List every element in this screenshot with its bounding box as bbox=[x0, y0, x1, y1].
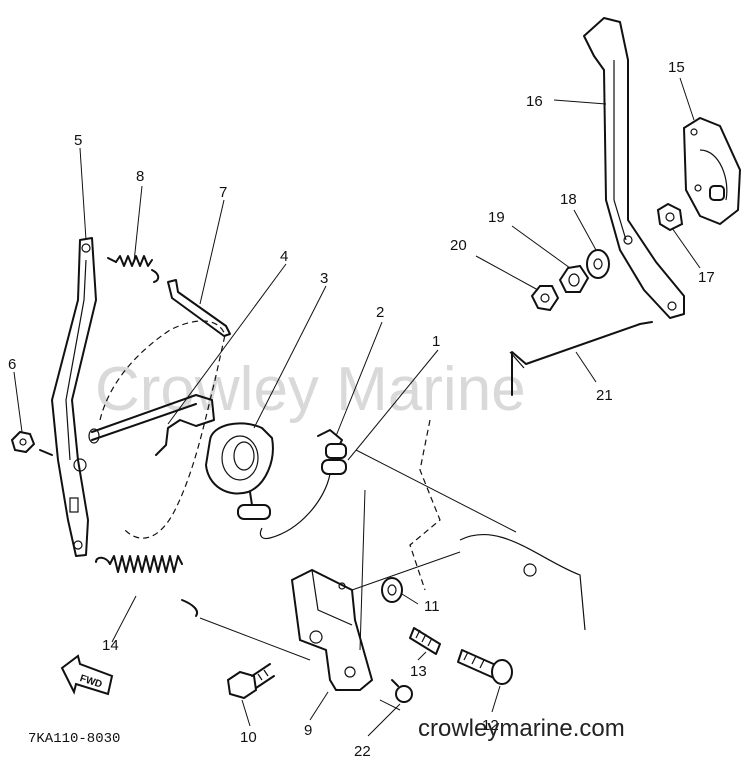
site-label: crowleymarine.com bbox=[418, 715, 625, 742]
part-15-bracket bbox=[682, 116, 742, 226]
part-18-washer bbox=[586, 249, 610, 279]
callout-13: 13 bbox=[410, 663, 427, 680]
drawing-code: 7KA110-8030 bbox=[28, 731, 120, 747]
part-19-nut bbox=[558, 264, 590, 293]
callout-10: 10 bbox=[240, 729, 257, 746]
callout-14: 14 bbox=[102, 637, 119, 654]
callout-3: 3 bbox=[320, 270, 328, 287]
part-8-spring bbox=[107, 255, 160, 283]
callout-18: 18 bbox=[560, 191, 577, 208]
callout-7: 7 bbox=[219, 184, 227, 201]
callout-4: 4 bbox=[280, 248, 288, 265]
part-9-bracket bbox=[290, 489, 374, 691]
part-17-washer bbox=[656, 202, 684, 232]
part-1-clip bbox=[259, 459, 347, 540]
callout-11: 11 bbox=[424, 598, 440, 615]
part-2-clip bbox=[317, 429, 347, 459]
callout-12: 12 bbox=[482, 717, 499, 734]
part-13-spacer bbox=[409, 627, 441, 655]
callout-leaders bbox=[13, 77, 701, 737]
part-3-cam bbox=[204, 422, 274, 520]
callout-9: 9 bbox=[304, 722, 312, 739]
part-5-lever-arm bbox=[51, 237, 97, 557]
callout-22: 22 bbox=[354, 743, 371, 760]
part-22-screw bbox=[391, 679, 413, 703]
part-20-nut bbox=[530, 285, 560, 312]
watermark: Crowley Marine bbox=[95, 355, 526, 424]
callout-8: 8 bbox=[136, 168, 144, 185]
part-7-link-rod bbox=[167, 279, 231, 337]
callout-20: 20 bbox=[450, 237, 467, 254]
part-6-nut bbox=[10, 430, 53, 456]
callout-15: 15 bbox=[668, 59, 685, 76]
part-16-lever bbox=[583, 17, 685, 319]
callout-numbers: 1 2 3 4 5 6 7 8 9 10 11 12 13 14 15 16 1… bbox=[8, 59, 715, 760]
part-14-spring bbox=[95, 555, 311, 661]
linkage-leaders bbox=[351, 449, 517, 711]
callout-5: 5 bbox=[74, 132, 82, 149]
callout-6: 6 bbox=[8, 356, 16, 373]
callout-19: 19 bbox=[488, 209, 505, 226]
callout-17: 17 bbox=[698, 269, 715, 286]
part-12-bolt bbox=[457, 649, 513, 685]
part-10-bolt bbox=[226, 663, 275, 700]
engine-block-outline bbox=[99, 320, 586, 631]
part-11-washer bbox=[381, 577, 403, 603]
forward-arrow-icon: FWD bbox=[60, 654, 114, 696]
callout-21: 21 bbox=[596, 387, 613, 404]
callout-2: 2 bbox=[376, 304, 384, 321]
part-21-rod bbox=[509, 321, 653, 396]
callout-1: 1 bbox=[432, 333, 440, 350]
callout-16: 16 bbox=[526, 93, 543, 110]
